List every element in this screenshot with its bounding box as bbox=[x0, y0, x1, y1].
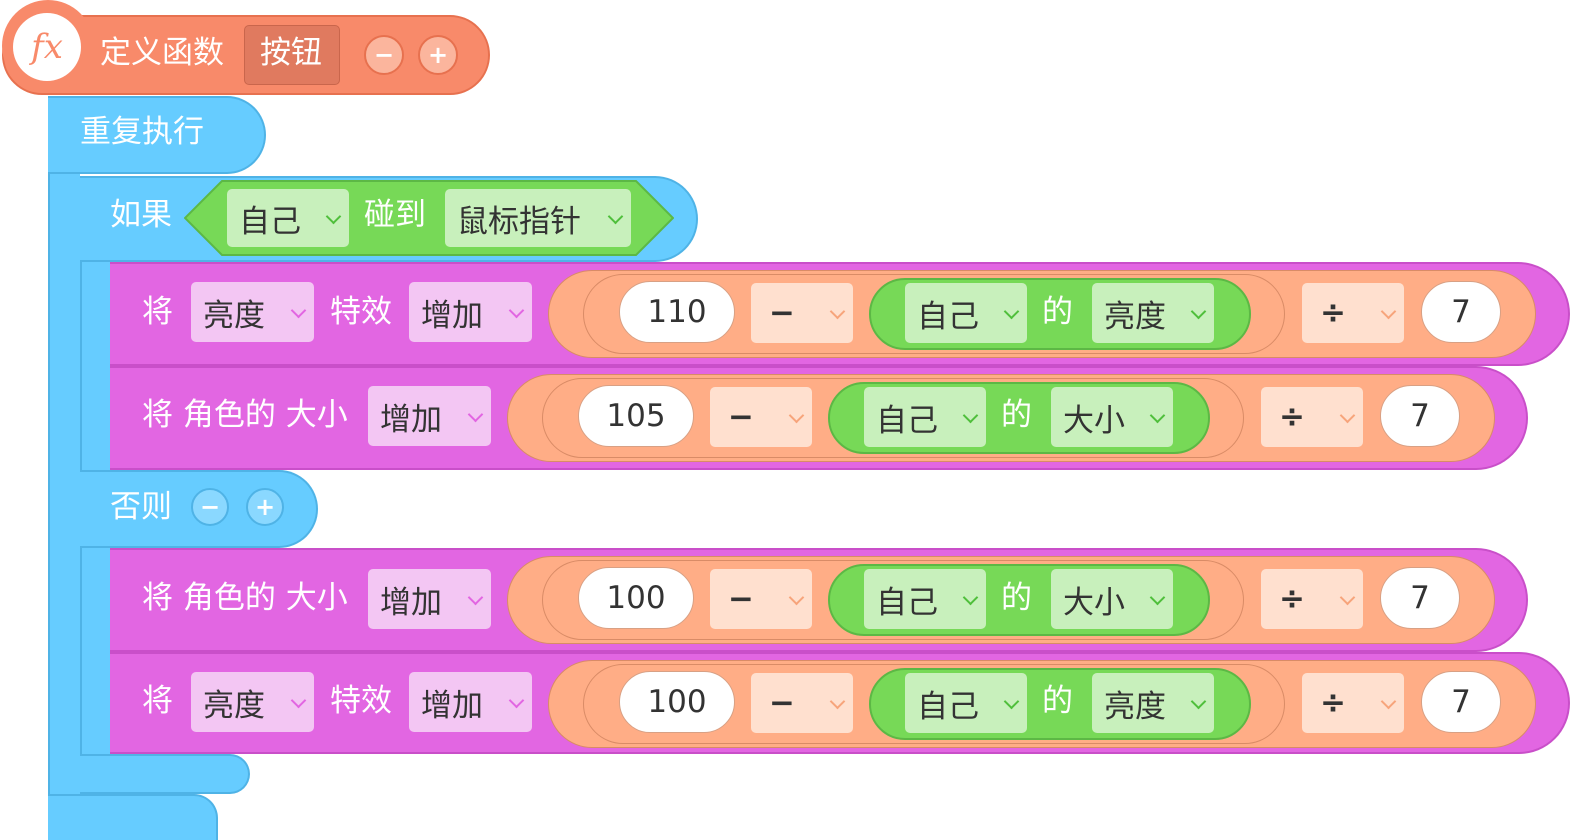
property-dropdown[interactable]: 大小 bbox=[1051, 387, 1173, 447]
block-keyword: 将 bbox=[142, 683, 173, 719]
chevron-down-icon bbox=[1190, 303, 1207, 320]
effect-label: 特效 bbox=[330, 683, 392, 719]
chevron-down-icon bbox=[607, 208, 624, 225]
minus-operator-dropdown[interactable]: − bbox=[751, 673, 853, 733]
function-name-field[interactable] bbox=[244, 25, 340, 85]
chevron-down-icon bbox=[788, 589, 805, 606]
chevron-down-icon bbox=[1149, 589, 1166, 606]
sprite-dropdown[interactable]: 自己 bbox=[864, 569, 986, 629]
chevron-down-icon bbox=[508, 692, 525, 709]
fx-icon: fx bbox=[13, 13, 81, 81]
minus-operator-dropdown[interactable]: − bbox=[710, 387, 812, 447]
of-label: 的 bbox=[1001, 397, 1032, 433]
else-remove-button[interactable]: − bbox=[191, 488, 229, 526]
chevron-down-icon bbox=[1003, 693, 1020, 710]
else-label: 否则 bbox=[110, 489, 172, 525]
number-input[interactable]: 100 bbox=[578, 567, 694, 629]
effect-dropdown[interactable]: 亮度 bbox=[191, 282, 314, 342]
sprite-dropdown[interactable]: 自己 bbox=[905, 283, 1027, 343]
change-op-dropdown[interactable]: 增加 bbox=[409, 672, 532, 732]
change-op-dropdown[interactable]: 增加 bbox=[409, 282, 532, 342]
else-add-button[interactable]: + bbox=[246, 488, 284, 526]
chevron-down-icon bbox=[788, 407, 805, 424]
minus-operator-dropdown[interactable]: − bbox=[751, 283, 853, 343]
divide-operator-dropdown[interactable]: ÷ bbox=[1261, 387, 1363, 447]
effect-dropdown[interactable]: 亮度 bbox=[191, 672, 314, 732]
change-op-dropdown[interactable]: 增加 bbox=[368, 569, 491, 629]
touching-label: 碰到 bbox=[364, 197, 426, 233]
chevron-down-icon bbox=[829, 303, 846, 320]
property-dropdown[interactable]: 亮度 bbox=[1092, 283, 1214, 343]
divide-operator-dropdown[interactable]: ÷ bbox=[1302, 673, 1404, 733]
repeat-forever-block[interactable] bbox=[48, 96, 266, 174]
chevron-down-icon bbox=[1190, 693, 1207, 710]
number-input[interactable]: 7 bbox=[1380, 567, 1460, 629]
minus-operator-dropdown[interactable]: − bbox=[710, 569, 812, 629]
number-input[interactable]: 110 bbox=[619, 281, 735, 343]
add-param-button[interactable]: + bbox=[418, 35, 458, 75]
function-name-label: 按钮 bbox=[260, 35, 322, 71]
chevron-down-icon bbox=[1149, 407, 1166, 424]
touching-target-dropdown[interactable]: 鼠标指针 bbox=[445, 189, 631, 247]
chevron-down-icon bbox=[1380, 693, 1397, 710]
block-keyword: 将 bbox=[142, 294, 173, 330]
divide-operator-dropdown[interactable]: ÷ bbox=[1261, 569, 1363, 629]
number-input[interactable]: 105 bbox=[578, 385, 694, 447]
chevron-down-icon bbox=[1380, 303, 1397, 320]
chevron-down-icon bbox=[508, 302, 525, 319]
block-keyword: 将 角色的 大小 bbox=[142, 397, 348, 433]
chevron-down-icon bbox=[467, 589, 484, 606]
chevron-down-icon bbox=[290, 302, 307, 319]
remove-param-button[interactable]: − bbox=[364, 35, 404, 75]
chevron-down-icon bbox=[467, 406, 484, 423]
chevron-down-icon bbox=[290, 692, 307, 709]
chevron-down-icon bbox=[962, 589, 979, 606]
sprite-dropdown[interactable]: 自己 bbox=[864, 387, 986, 447]
chevron-down-icon bbox=[829, 693, 846, 710]
of-label: 的 bbox=[1042, 294, 1073, 330]
property-dropdown[interactable]: 亮度 bbox=[1092, 673, 1214, 733]
chevron-down-icon bbox=[325, 208, 342, 225]
chevron-down-icon bbox=[962, 407, 979, 424]
sprite-dropdown[interactable]: 自己 bbox=[905, 673, 1027, 733]
change-op-dropdown[interactable]: 增加 bbox=[368, 386, 491, 446]
divide-operator-dropdown[interactable]: ÷ bbox=[1302, 283, 1404, 343]
number-input[interactable]: 7 bbox=[1421, 281, 1501, 343]
of-label: 的 bbox=[1042, 683, 1073, 719]
block-keyword: 将 角色的 大小 bbox=[142, 580, 348, 616]
number-input[interactable]: 100 bbox=[619, 671, 735, 733]
if-label: 如果 bbox=[110, 197, 172, 233]
number-input[interactable]: 7 bbox=[1421, 671, 1501, 733]
if-else-bottom bbox=[80, 754, 250, 794]
repeat-forever-label: 重复执行 bbox=[80, 114, 204, 150]
chevron-down-icon bbox=[1003, 303, 1020, 320]
chevron-down-icon bbox=[1339, 589, 1356, 606]
define-function-label: 定义函数 bbox=[100, 35, 224, 71]
effect-label: 特效 bbox=[330, 294, 392, 330]
property-dropdown[interactable]: 大小 bbox=[1051, 569, 1173, 629]
repeat-forever-arm bbox=[48, 96, 80, 836]
touching-subject-dropdown[interactable]: 自己 bbox=[227, 189, 349, 247]
chevron-down-icon bbox=[1339, 407, 1356, 424]
number-input[interactable]: 7 bbox=[1380, 385, 1460, 447]
of-label: 的 bbox=[1001, 580, 1032, 616]
repeat-forever-bottom bbox=[48, 794, 218, 840]
